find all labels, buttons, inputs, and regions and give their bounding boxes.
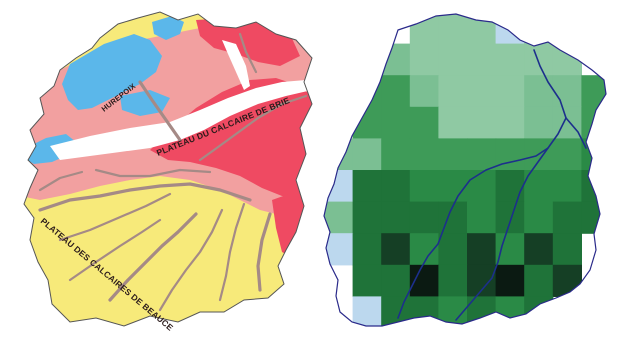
valley-line bbox=[94, 168, 212, 178]
valley-line bbox=[256, 212, 272, 292]
ndvi-cell bbox=[381, 233, 411, 266]
ndvi-cell bbox=[524, 43, 554, 76]
zone-alluvions bbox=[50, 80, 312, 160]
ndvi-cell bbox=[409, 43, 439, 76]
ndvi-cell bbox=[381, 201, 411, 234]
ndvi-cell bbox=[524, 106, 554, 139]
ndvi-cell bbox=[409, 170, 439, 203]
ndvi-cell bbox=[467, 201, 497, 234]
ndvi-cell bbox=[352, 296, 382, 326]
ndvi-cell bbox=[524, 75, 554, 108]
ndvi-cell bbox=[381, 75, 411, 108]
valley-network bbox=[38, 32, 308, 312]
ndvi-cell bbox=[467, 170, 497, 203]
ndvi-cell bbox=[467, 264, 497, 297]
valley-line bbox=[138, 80, 182, 142]
ndvi-cell bbox=[495, 264, 525, 297]
valley-line bbox=[198, 94, 308, 162]
valley-line bbox=[58, 192, 172, 242]
ndvi-cell bbox=[524, 14, 554, 45]
ndvi-grid bbox=[324, 14, 606, 326]
ndvi-cell bbox=[552, 201, 582, 234]
ndvi-cell bbox=[495, 170, 525, 203]
ndvi-cell bbox=[381, 106, 411, 139]
ndvi-cell bbox=[409, 106, 439, 139]
ndvi-cell bbox=[352, 233, 382, 266]
valley-line bbox=[38, 182, 252, 212]
ndvi-cell bbox=[495, 296, 525, 326]
geology-map: PLATEAU DES CALCAIRES DE BEAUCE PLATEAU … bbox=[23, 11, 313, 333]
ndvi-cell bbox=[438, 138, 468, 171]
ndvi-cell bbox=[467, 75, 497, 108]
ndvi-cell bbox=[524, 201, 554, 234]
ndvi-cell bbox=[438, 233, 468, 266]
ndvi-cell bbox=[381, 264, 411, 297]
ndvi-cell bbox=[409, 138, 439, 171]
ndvi-cell bbox=[524, 233, 554, 266]
ndvi-cell bbox=[409, 201, 439, 234]
ndvi-cell bbox=[495, 75, 525, 108]
ndvi-cell bbox=[524, 264, 554, 297]
ndvi-cell bbox=[495, 43, 525, 76]
ndvi-cell bbox=[495, 14, 525, 45]
geology-map-outline bbox=[23, 11, 313, 327]
ndvi-cell bbox=[438, 14, 468, 45]
ndvi-map-outline bbox=[323, 13, 607, 327]
ndvi-cell bbox=[381, 296, 411, 326]
ndvi-cell bbox=[552, 170, 582, 203]
ndvi-cell bbox=[352, 201, 382, 234]
valley-line bbox=[218, 202, 246, 302]
ndvi-cell bbox=[409, 75, 439, 108]
ndvi-cell bbox=[409, 296, 439, 326]
ndvi-cell bbox=[352, 170, 382, 203]
ndvi-cell bbox=[495, 233, 525, 266]
ndvi-cell bbox=[552, 264, 582, 297]
ndvi-cell bbox=[467, 43, 497, 76]
ndvi-cell bbox=[381, 138, 411, 171]
ndvi-cell bbox=[495, 138, 525, 171]
ndvi-cell bbox=[438, 264, 468, 297]
ndvi-cell bbox=[381, 170, 411, 203]
ndvi-cell bbox=[467, 233, 497, 266]
river-network bbox=[397, 49, 587, 321]
ndvi-cell bbox=[467, 138, 497, 171]
ndvi-cell bbox=[438, 106, 468, 139]
ndvi-cell bbox=[581, 138, 606, 171]
valley-line bbox=[68, 218, 162, 282]
ndvi-cell bbox=[552, 233, 582, 266]
ndvi-cell bbox=[352, 106, 382, 139]
valley-line bbox=[238, 32, 258, 74]
river-line bbox=[565, 117, 587, 149]
river-line bbox=[455, 49, 567, 321]
ndvi-cell bbox=[552, 138, 582, 171]
ndvi-cell bbox=[352, 264, 382, 297]
ndvi-cell bbox=[352, 75, 382, 108]
ndvi-cell bbox=[467, 106, 497, 139]
ndvi-map bbox=[323, 13, 607, 327]
ndvi-cell bbox=[381, 43, 411, 76]
ndvi-cell bbox=[495, 106, 525, 139]
ndvi-cell bbox=[352, 138, 382, 171]
ndvi-cell bbox=[552, 75, 582, 108]
valley-line bbox=[108, 212, 198, 302]
ndvi-cell bbox=[438, 75, 468, 108]
ndvi-cell bbox=[438, 170, 468, 203]
ndvi-cell bbox=[438, 43, 468, 76]
ndvi-cell bbox=[352, 43, 382, 76]
zone-alluvions-seine bbox=[222, 40, 250, 90]
ndvi-cell bbox=[495, 201, 525, 234]
river-line bbox=[397, 147, 549, 319]
valley-line bbox=[158, 208, 224, 312]
ndvi-cell bbox=[467, 14, 497, 45]
geology-map-fill bbox=[24, 12, 312, 326]
zone-argiles-northwest bbox=[62, 34, 162, 110]
zone-argiles-north bbox=[152, 16, 184, 40]
valley-line bbox=[38, 170, 84, 192]
